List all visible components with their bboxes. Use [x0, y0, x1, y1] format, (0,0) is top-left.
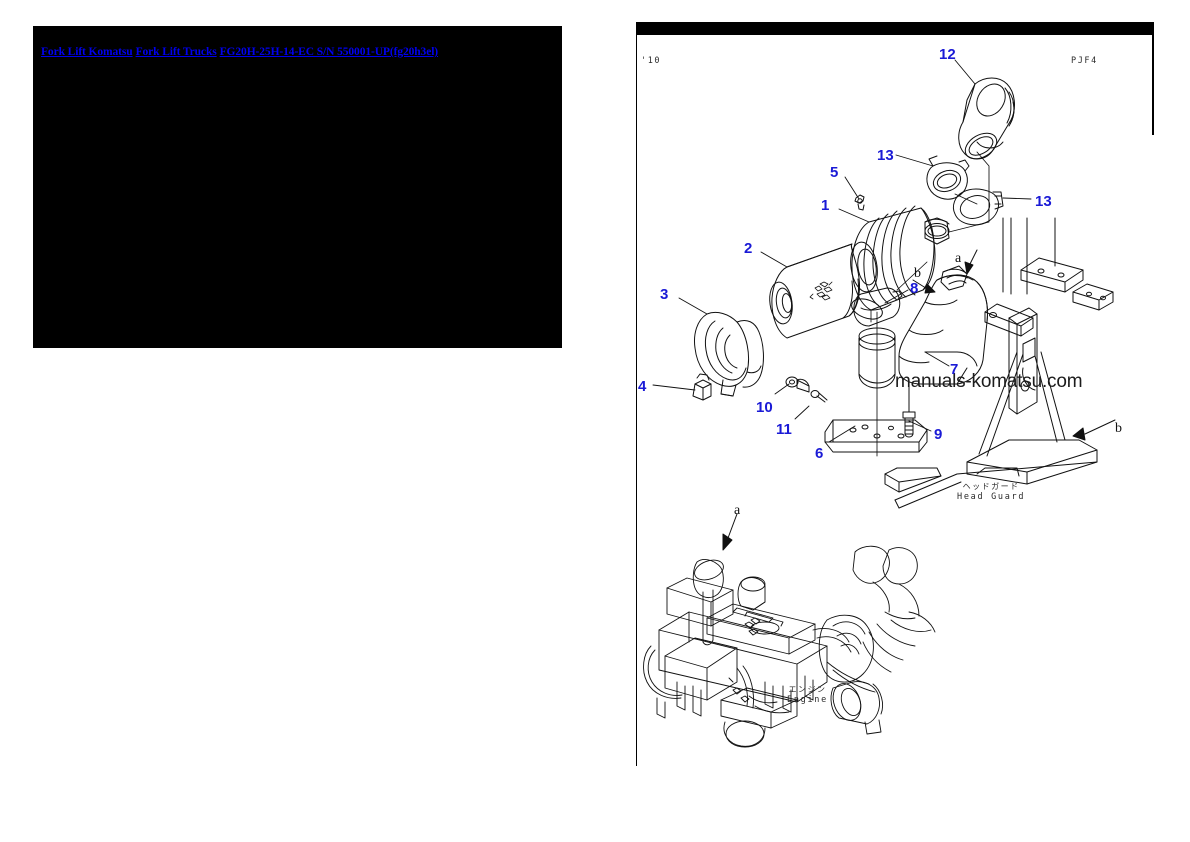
breadcrumb-link-fork-lift-trucks[interactable]: Fork Lift Trucks [135, 46, 217, 58]
page-right-rule [1152, 35, 1154, 135]
engine-assembly [643, 545, 936, 748]
callout-leader-lines [652, 59, 1032, 443]
part-8-clamp-ring [851, 287, 903, 327]
caption-engine: エンジン Engine [787, 685, 828, 706]
part-13a-elbow-clamp [926, 155, 970, 200]
reference-arrows [722, 249, 1116, 551]
callout-2: 2 [744, 240, 753, 257]
page-code-right: PJF4 [1071, 56, 1098, 66]
callout-9: 9 [934, 426, 943, 443]
assembly-route-lines [870, 151, 990, 457]
part-7-intake-duct [898, 265, 988, 385]
part-12-inlet-cap [958, 77, 1015, 160]
callout-8: 8 [910, 280, 919, 297]
callout-13a: 13 [877, 147, 894, 164]
part-10-11-screw-washer [785, 376, 828, 403]
part-9-bolt [902, 383, 916, 438]
parts-catalog-page: '10 PJF4 [636, 22, 1154, 766]
callout-3: 3 [660, 286, 669, 303]
part-5-wing-nut [854, 194, 865, 211]
breadcrumb-link-fork-lift-komatsu[interactable]: Fork Lift Komatsu [41, 46, 133, 58]
part-3-aircleaner-cover [694, 311, 764, 397]
callout-13b: 13 [1035, 193, 1052, 210]
callout-11: 11 [776, 421, 792, 438]
callout-5: 5 [830, 164, 839, 181]
callout-4: 4 [638, 378, 647, 395]
callout-7: 7 [950, 361, 959, 378]
marker-a-engine: a [734, 503, 741, 518]
head-guard-frame [884, 217, 1114, 509]
part-6-mount-bracket [824, 419, 928, 453]
caption-engine-jp: エンジン [788, 685, 827, 694]
callout-10: 10 [756, 399, 773, 416]
marker-b-left: b [914, 266, 921, 281]
breadcrumb-link-model[interactable]: FG20H-25H-14-EC S/N 550001-UP(fg20h3el) [219, 46, 439, 58]
site-watermark: manuals-komatsu.com [895, 371, 1083, 392]
caption-engine-en: Engine [787, 695, 828, 705]
caption-head-guard: ヘッドガード Head Guard [957, 482, 1025, 503]
part-1-air-cleaner-body [850, 205, 950, 311]
page-code-left: '10 [641, 56, 662, 66]
part-4-clamp [692, 373, 712, 401]
caption-head-guard-jp: ヘッドガード [962, 482, 1020, 491]
part-2-air-cleaner-element [769, 243, 860, 339]
callout-6: 6 [815, 445, 824, 462]
marker-a-top: a [955, 251, 962, 266]
caption-head-guard-en: Head Guard [957, 492, 1026, 502]
exploded-parts-illustration [643, 59, 1116, 748]
callout-1: 1 [821, 197, 830, 214]
callout-12: 12 [939, 46, 956, 63]
page-top-black-bar [637, 22, 1154, 35]
marker-b-right: b [1115, 421, 1122, 436]
